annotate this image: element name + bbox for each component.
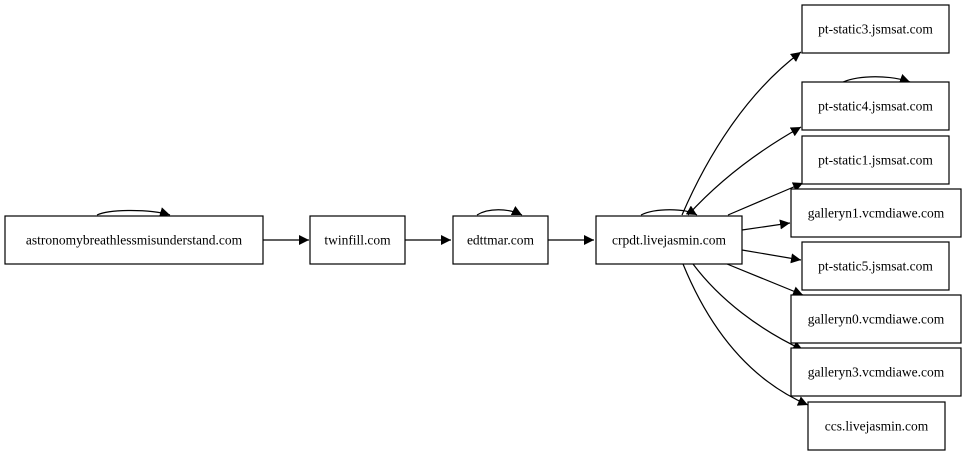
node-ccs-livejasmin: ccs.livejasmin.com [807, 401, 946, 451]
nodes: astronomybreathlessmisunderstand.com twi… [4, 4, 962, 451]
edge-pt-static4-self-loop [842, 73, 911, 84]
node-label: pt-static4.jsmsat.com [818, 99, 933, 114]
node-label: astronomybreathlessmisunderstand.com [26, 233, 243, 248]
node-label: ccs.livejasmin.com [825, 419, 929, 434]
edge-astronomy-self-loop [96, 207, 171, 217]
node-pt-static5: pt-static5.jsmsat.com [801, 241, 950, 291]
node-label: pt-static3.jsmsat.com [818, 22, 933, 37]
node-galleryn1: galleryn1.vcmdiawe.com [790, 188, 962, 238]
edge-crpdt-to-pt-static4 [687, 126, 802, 216]
node-label: twinfill.com [324, 233, 391, 248]
node-label: galleryn1.vcmdiawe.com [808, 206, 945, 221]
edges [96, 51, 911, 406]
node-label: pt-static5.jsmsat.com [818, 259, 933, 274]
edge-edttmar-self-loop [476, 206, 523, 216]
node-galleryn0: galleryn0.vcmdiawe.com [790, 294, 962, 344]
edge-crpdt-to-galleryn3 [692, 263, 804, 351]
node-pt-static1: pt-static1.jsmsat.com [801, 135, 950, 185]
node-label: crpdt.livejasmin.com [612, 233, 726, 248]
node-label: pt-static1.jsmsat.com [818, 153, 933, 168]
node-label: edttmar.com [467, 233, 535, 248]
edge-crpdt-to-pt-static1 [727, 182, 804, 216]
node-galleryn3: galleryn3.vcmdiawe.com [790, 347, 962, 397]
edge-crpdt-to-galleryn1 [741, 219, 791, 231]
node-pt-static3: pt-static3.jsmsat.com [801, 4, 950, 54]
node-twinfill: twinfill.com [309, 215, 406, 265]
node-label: galleryn0.vcmdiawe.com [808, 312, 945, 327]
node-astronomybreathlessmisunderstand: astronomybreathlessmisunderstand.com [4, 215, 264, 265]
node-crpdt-livejasmin: crpdt.livejasmin.com [595, 215, 743, 265]
edge-crpdt-to-galleryn0 [726, 263, 804, 296]
node-edttmar: edttmar.com [452, 215, 549, 265]
edge-crpdt-to-pt-static5 [741, 249, 802, 264]
node-pt-static4: pt-static4.jsmsat.com [801, 81, 950, 131]
edge-crpdt-to-ccs [682, 263, 809, 406]
node-label: galleryn3.vcmdiawe.com [808, 365, 945, 380]
edge-crpdt-self-loop [640, 205, 698, 216]
edge-crpdt-to-pt-static3 [681, 51, 802, 216]
